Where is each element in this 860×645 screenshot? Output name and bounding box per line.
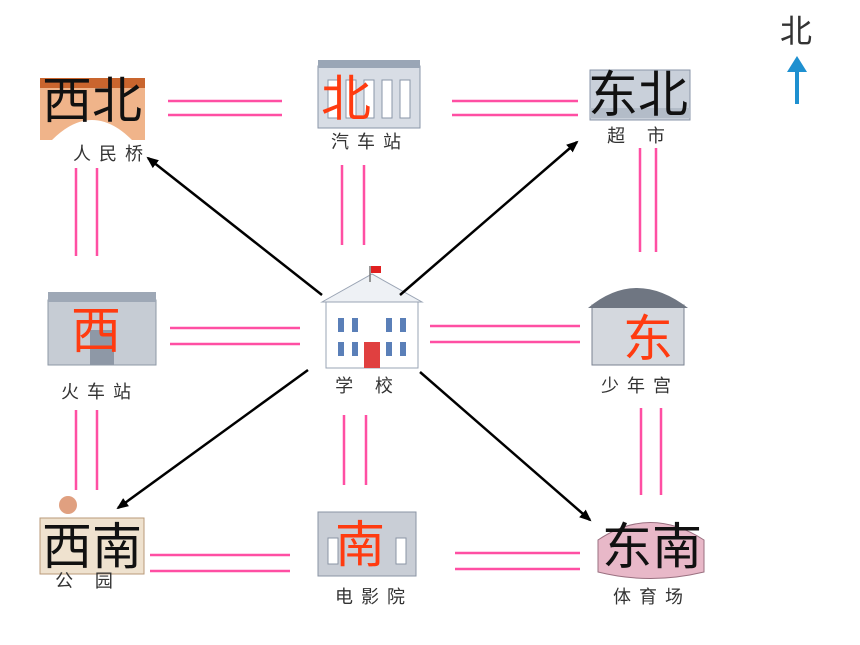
cinema-illustration xyxy=(317,511,417,577)
road-bottom-left xyxy=(150,553,290,573)
road-left-lower xyxy=(74,410,99,490)
road-middle-right xyxy=(430,324,580,344)
road-left-upper xyxy=(74,168,99,256)
compass-north-label: 北 xyxy=(780,12,812,50)
bus-station-illustration xyxy=(317,60,421,129)
direction-northeast: 东北 xyxy=(588,66,688,124)
road-bottom-right xyxy=(455,551,580,571)
place-northwest: 人民桥 xyxy=(73,144,151,165)
road-middle-left xyxy=(170,326,300,346)
place-southwest: 公 园 xyxy=(55,571,121,592)
direction-north: 北 xyxy=(321,70,371,128)
compass: 北 xyxy=(780,12,812,104)
road-right-upper xyxy=(638,148,658,252)
direction-southeast: 东南 xyxy=(602,518,702,576)
road-right-lower xyxy=(639,408,663,495)
bridge-illustration xyxy=(40,78,145,140)
direction-south: 南 xyxy=(335,516,385,574)
direction-northwest: 西北 xyxy=(42,72,142,130)
north-arrowhead-icon xyxy=(787,56,807,72)
direction-southwest: 西南 xyxy=(42,518,142,576)
supermarket-illustration xyxy=(589,69,691,121)
stadium-illustration xyxy=(597,522,705,579)
road-center-lower xyxy=(342,415,368,485)
direction-west: 西 xyxy=(71,302,121,360)
train-station-illustration xyxy=(47,292,157,366)
direction-arrows xyxy=(116,140,592,522)
arrow-northeast xyxy=(399,140,579,296)
place-northeast: 超 市 xyxy=(607,126,673,147)
arrow-southeast xyxy=(419,371,592,522)
direction-east: 东 xyxy=(623,310,673,368)
place-west: 火车站 xyxy=(61,382,139,403)
direction-labels: 西北 北 东北 西 东 西南 南 东南 xyxy=(42,66,702,576)
road-top-right xyxy=(452,99,578,117)
park-illustration xyxy=(39,496,145,575)
youth-palace-illustration xyxy=(588,288,688,366)
place-north: 汽车站 xyxy=(331,132,409,153)
road-center-upper xyxy=(340,165,366,245)
place-names: 人民桥 汽车站 超 市 火车站 学 校 少年宫 公 园 电影院 体育场 xyxy=(55,126,691,608)
roads xyxy=(74,99,663,573)
place-east: 少年宫 xyxy=(601,376,679,397)
arrow-northwest xyxy=(146,156,323,296)
place-south: 电影院 xyxy=(335,587,413,608)
arrow-southwest xyxy=(116,368,309,510)
place-center: 学 校 xyxy=(335,376,401,397)
road-top-left xyxy=(168,99,282,117)
school-illustration xyxy=(320,266,424,369)
place-southeast: 体育场 xyxy=(613,587,691,608)
